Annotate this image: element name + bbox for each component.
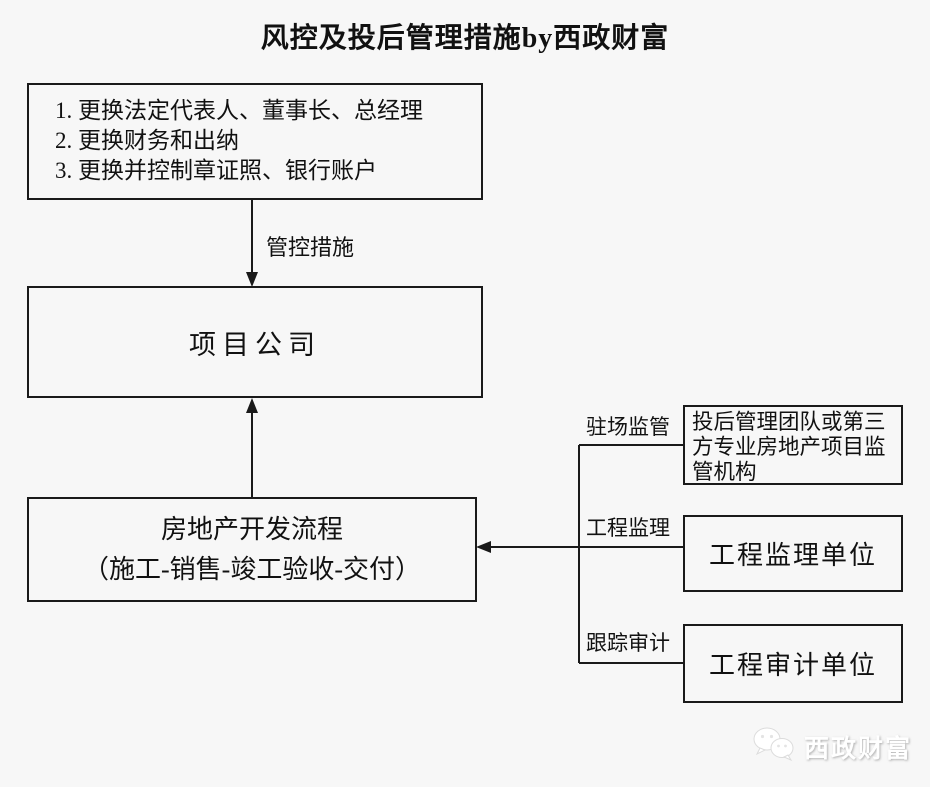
tracking-audit-label: 跟踪审计 bbox=[586, 631, 670, 655]
page-title: 风控及投后管理措施by西政财富 bbox=[260, 23, 670, 54]
supervision-team-text: 投后管理团队或第三方专业房地产项目监管机构 bbox=[692, 410, 886, 484]
supervision-team-box: 投后管理团队或第三方专业房地产项目监管机构 bbox=[683, 405, 903, 485]
arrow-supervisors-to-dev bbox=[476, 541, 683, 553]
control-measures-label: 管控措施 bbox=[266, 235, 355, 260]
watermark: 西政财富 bbox=[752, 726, 912, 767]
project-company-box: 项目公司 bbox=[27, 286, 483, 398]
dev-process-box: 房地产开发流程 （施工-销售-竣工验收-交付） bbox=[27, 497, 477, 602]
audit-unit-label: 工程审计单位 bbox=[708, 651, 877, 680]
arrow-control-measures bbox=[246, 200, 258, 287]
dev-process-line1: 房地产开发流程 bbox=[160, 514, 343, 544]
dev-process-line2: （施工-销售-竣工验收-交付） bbox=[83, 554, 421, 584]
measures-text: 1. 更换法定代表人、董事长、总经理 2. 更换财务和出纳 3. 更换并控制章证… bbox=[55, 98, 423, 183]
engineering-supervisor-label: 工程监理单位 bbox=[708, 541, 877, 570]
onsite-supervision-label: 驻场监管 bbox=[586, 415, 670, 439]
engineering-supervisor-box: 工程监理单位 bbox=[683, 515, 903, 592]
measures-box: 1. 更换法定代表人、董事长、总经理 2. 更换财务和出纳 3. 更换并控制章证… bbox=[27, 83, 483, 200]
project-company-label: 项目公司 bbox=[189, 329, 321, 360]
engineering-supervision-label: 工程监理 bbox=[586, 516, 670, 540]
arrow-dev-to-project bbox=[246, 398, 258, 497]
watermark-text: 西政财富 bbox=[804, 734, 913, 763]
wechat-icon bbox=[752, 726, 796, 767]
audit-unit-box: 工程审计单位 bbox=[683, 624, 903, 703]
